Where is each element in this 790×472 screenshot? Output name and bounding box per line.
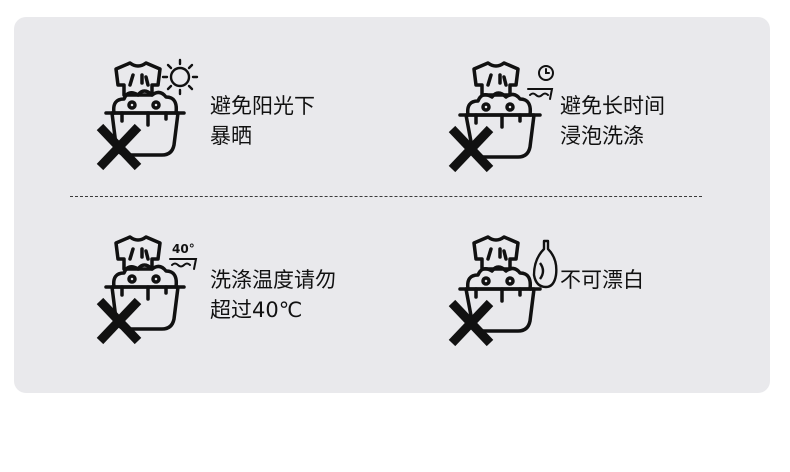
care-item-label: 不可漂白 (560, 268, 644, 292)
care-item-label: 洗涤温度请勿 超过40℃ (210, 268, 336, 322)
no-long-soak-icon (448, 61, 554, 173)
care-item-label: 避免阳光下 暴晒 (210, 94, 315, 148)
no-sun-exposure-icon (96, 58, 199, 171)
care-item-no-bleach: 不可漂白 (436, 229, 776, 359)
no-bleach-icon (448, 235, 558, 347)
care-item-wash-temperature: 40° 洗涤温度请勿 超过40℃ (86, 229, 426, 359)
care-instructions-card: 避免阳光下 暴晒 (14, 17, 770, 393)
care-item-label: 避免长时间 浸泡洗涤 (560, 94, 665, 148)
wash-temperature-icon: 40° (96, 235, 198, 345)
care-item-no-sun: 避免阳光下 暴晒 (86, 55, 426, 185)
temperature-label: 40° (172, 242, 195, 256)
care-item-no-long-soak: 避免长时间 浸泡洗涤 (436, 55, 776, 185)
dashed-divider (70, 196, 702, 197)
